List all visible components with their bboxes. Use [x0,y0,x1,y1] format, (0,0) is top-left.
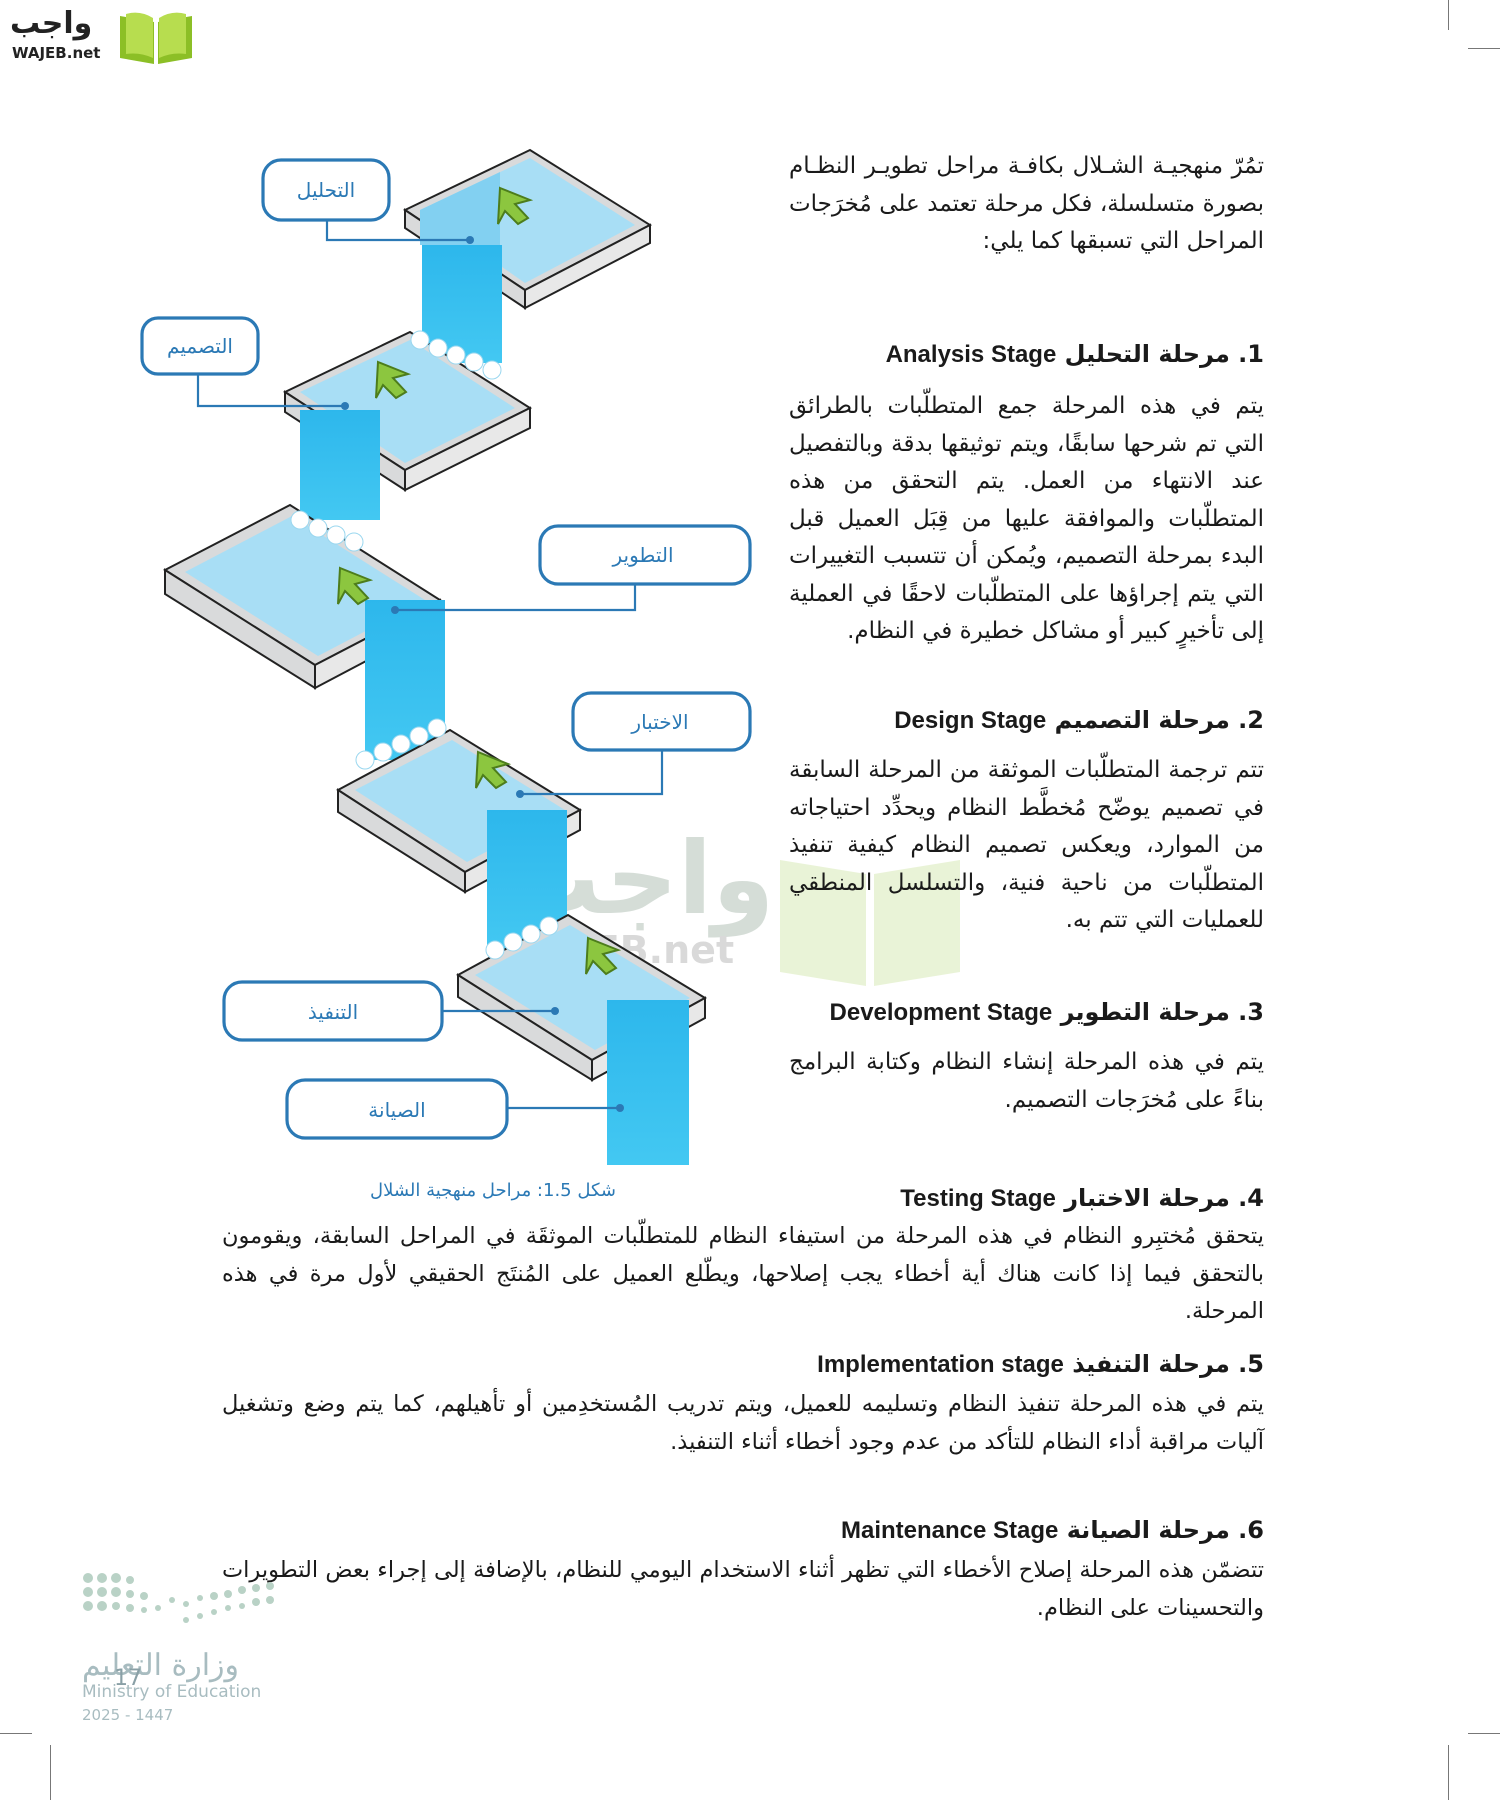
waterfall-stream [300,410,380,520]
section-text-design: تتم ترجمة المتطلّبات الموثقة من المرحلة … [789,757,1264,933]
section-heading-analysis: 1. مرحلة التحليل Analysis Stage [885,340,1264,368]
label-maintenance: الصيانة [368,1098,425,1122]
label-implementation: التنفيذ [308,1000,358,1024]
crop-mark [1468,1733,1500,1734]
waterfall-stream [607,1000,689,1165]
figure-caption: شكل 1.5: مراحل منهجية الشلال [370,1180,617,1201]
label-design: التصميم [167,334,233,358]
section-heading-design: 2. مرحلة التصميم Design Stage [894,706,1264,734]
crop-mark [1448,0,1449,30]
label-analysis: التحليل [297,178,355,202]
ministry-dots-icon [83,1573,274,1623]
ministry-name-arabic: وزارة التعليم [82,1648,240,1683]
crop-mark [50,1745,51,1800]
ministry-name-english: Ministry of Education [82,1682,262,1702]
section-heading-development: 3. مرحلة التطوير Development Stage [829,998,1264,1026]
site-logo[interactable]: واجب WAJEB.net [10,6,192,68]
crop-mark [1468,48,1500,49]
section-text-development: يتم في هذه المرحلة إنشاء النظام وكتابة ا… [789,1049,1264,1113]
book-icon [120,12,192,64]
logo-english: WAJEB.net [12,44,101,62]
flow-arrow-icon [337,566,374,606]
section-heading-testing: 4. مرحلة الاختبار Testing Stage [900,1184,1264,1212]
ministry-logo: وزارة التعليم Ministry of Education 2025… [80,1560,280,1730]
section-text-testing: يتحقق مُختبِرو النظام في هذه المرحلة من … [222,1223,1264,1324]
section-text-maintenance: تتضمّن هذه المرحلة إصلاح الأخطاء التي تظ… [222,1557,1264,1621]
flow-arrow-icon [375,360,412,400]
page-number: 17 [114,1666,142,1691]
label-development: التطوير [611,543,673,567]
label-testing: الاختبار [630,710,688,734]
flow-arrow-icon [475,750,512,790]
section-text-implementation: يتم في هذه المرحلة تنفيذ النظام وتسليمه … [222,1391,1264,1455]
ministry-year: 2025 - 1447 [82,1706,174,1724]
intro-paragraph: تمُرّ منهجيـة الشـلال بكافـة مراحل تطويـ… [789,153,1264,254]
logo-arabic: واجب [10,6,93,41]
waterfall-diagram: التحليل التصميم التطوير الاختبار التنفيذ… [140,148,752,1165]
crop-mark [0,1733,32,1734]
section-text-analysis: يتم في هذه المرحلة جمع المتطلّبات بالطرا… [789,393,1264,644]
flow-arrow-icon [585,936,622,976]
section-heading-implementation: 5. مرحلة التنفيذ Implementation stage [817,1350,1264,1378]
flow-arrow-icon [497,186,534,226]
section-heading-maintenance: 6. مرحلة الصيانة Maintenance Stage [840,1516,1264,1544]
crop-mark [1448,1745,1449,1800]
